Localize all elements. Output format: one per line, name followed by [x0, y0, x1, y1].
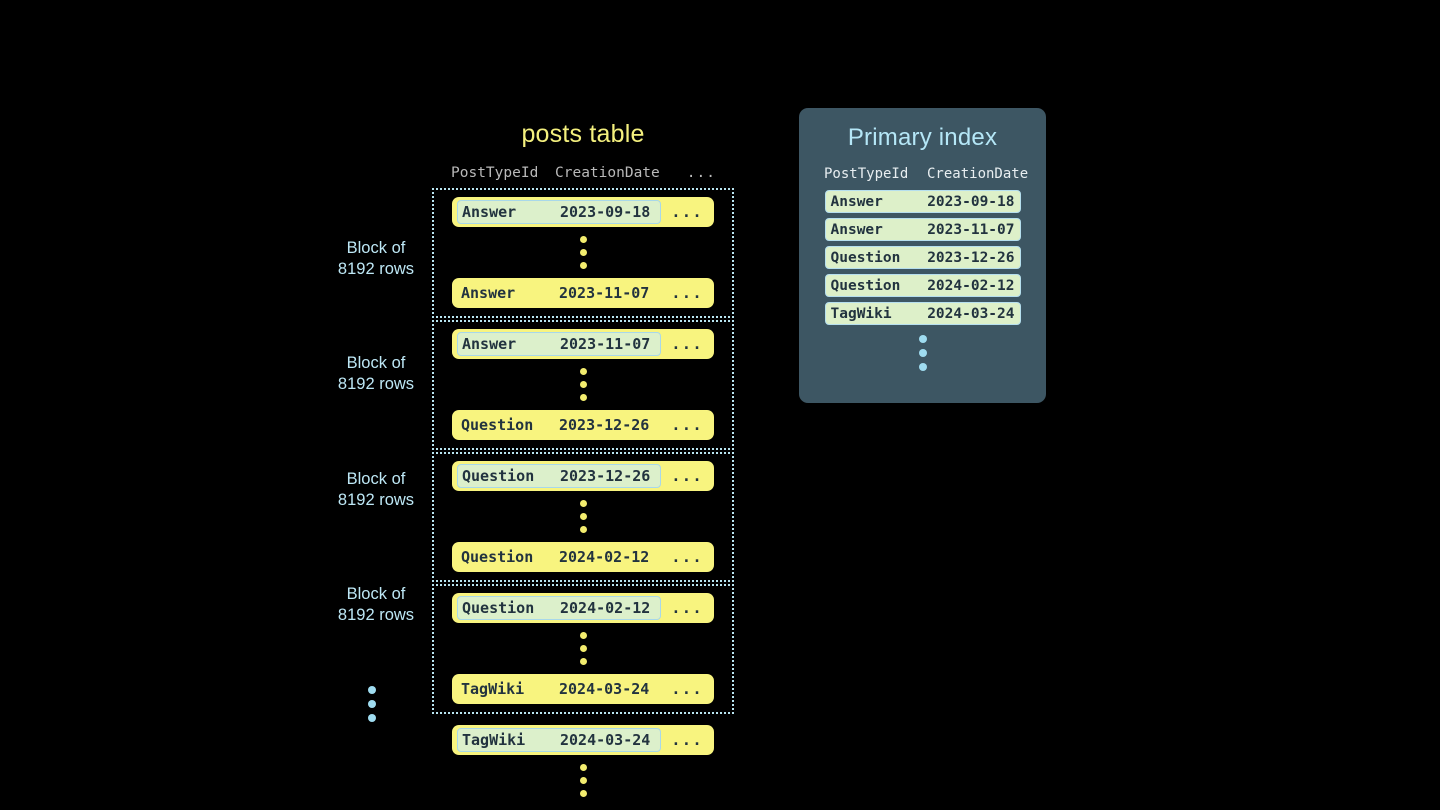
index-row: TagWiki 2024-03-24 [824, 302, 1021, 325]
row-more: ... [671, 680, 703, 698]
index-row-creationdate: 2024-02-12 [927, 277, 1015, 294]
block-label: Block of 8192 rows [337, 239, 415, 278]
index-row-posttypeid: Question [830, 249, 901, 266]
row-more: ... [671, 416, 703, 434]
row-creationdate: 2024-03-24 [560, 731, 651, 749]
column-header-creationdate: CreationDate [555, 165, 660, 181]
index-row-posttypeid: Answer [830, 221, 883, 238]
posts-table-column-headers: PostTypeId CreationDate ... [432, 163, 734, 183]
primary-index-panel: Primary index PostTypeId CreationDate An… [799, 108, 1046, 403]
primary-index-column-headers: PostTypeId CreationDate [799, 166, 1046, 182]
table-block: Question 2024-02-12 ... TagWiki 2024-03-… [432, 584, 734, 714]
column-header-posttypeid: PostTypeId [824, 166, 909, 182]
row-posttypeid: Answer [462, 203, 517, 221]
index-row-posttypeid: Question [830, 277, 901, 294]
index-row-creationdate: 2023-09-18 [927, 193, 1015, 210]
row-more: ... [671, 731, 703, 749]
index-row-posttypeid: TagWiki [830, 305, 892, 322]
table-row: TagWiki 2024-03-24 ... [452, 725, 714, 755]
index-row-creationdate: 2023-12-26 [927, 249, 1015, 266]
index-row-posttypeid: Answer [830, 193, 883, 210]
row-posttypeid: TagWiki [462, 731, 526, 749]
column-header-creationdate: CreationDate [927, 166, 1029, 182]
table-row: TagWiki 2024-03-24 ... [452, 674, 714, 704]
table-row: Question 2023-12-26 ... [452, 461, 714, 491]
index-row: Question 2024-02-12 [824, 274, 1021, 297]
blocks-ellipsis-dots [368, 686, 376, 722]
block-label: Block of 8192 rows [337, 354, 415, 393]
row-creationdate: 2024-02-12 [560, 599, 651, 617]
row-creationdate: 2023-12-26 [560, 467, 651, 485]
table-row: Question 2023-12-26 ... [452, 410, 714, 440]
row-more: ... [671, 335, 703, 353]
index-row-creationdate: 2023-11-07 [927, 221, 1015, 238]
table-row: Answer 2023-09-18 ... [452, 197, 714, 227]
row-creationdate: 2023-12-26 [559, 416, 650, 434]
row-creationdate: 2023-11-07 [560, 335, 651, 353]
table-row: Question 2024-02-12 ... [452, 542, 714, 572]
row-ellipsis-dots [579, 359, 587, 410]
row-creationdate: 2023-11-07 [559, 284, 650, 302]
table-row: Answer 2023-11-07 ... [452, 278, 714, 308]
row-ellipsis-dots [579, 227, 587, 278]
row-posttypeid: TagWiki [461, 680, 525, 698]
index-row-creationdate: 2024-03-24 [927, 305, 1015, 322]
posts-table-title: posts table [521, 120, 645, 148]
row-more: ... [671, 467, 703, 485]
index-row: Answer 2023-09-18 [824, 190, 1021, 213]
row-posttypeid: Question [462, 599, 535, 617]
row-posttypeid: Question [461, 548, 534, 566]
row-ellipsis-dots [579, 491, 587, 542]
row-posttypeid: Question [461, 416, 534, 434]
table-block: Question 2023-12-26 ... Question 2024-02… [432, 452, 734, 582]
table-ellipsis-dots [579, 755, 587, 806]
table-row: Answer 2023-11-07 ... [452, 329, 714, 359]
posts-table: posts table PostTypeId CreationDate ... … [432, 120, 734, 806]
posts-table-blocks: Answer 2023-09-18 ... Answer 2023-11-07 … [432, 188, 734, 714]
row-creationdate: 2024-03-24 [559, 680, 650, 698]
index-ellipsis-dots [799, 335, 1046, 371]
row-more: ... [671, 284, 703, 302]
table-row: Question 2024-02-12 ... [452, 593, 714, 623]
row-creationdate: 2023-09-18 [560, 203, 651, 221]
column-header-posttypeid: PostTypeId [451, 165, 539, 181]
row-more: ... [671, 203, 703, 221]
primary-index-title: Primary index [847, 124, 998, 151]
table-block: Answer 2023-09-18 ... Answer 2023-11-07 … [432, 188, 734, 318]
row-more: ... [671, 548, 703, 566]
table-block: Answer 2023-11-07 ... Question 2023-12-2… [432, 320, 734, 450]
row-posttypeid: Question [462, 467, 535, 485]
index-row: Answer 2023-11-07 [824, 218, 1021, 241]
block-label: Block of 8192 rows [337, 585, 415, 624]
primary-index-rows: Answer 2023-09-18 Answer 2023-11-07 Ques… [799, 190, 1046, 325]
index-row: Question 2023-12-26 [824, 246, 1021, 269]
column-header-more: ... [686, 165, 716, 181]
row-creationdate: 2024-02-12 [559, 548, 650, 566]
row-posttypeid: Answer [461, 284, 516, 302]
row-more: ... [671, 599, 703, 617]
posts-table-tail: TagWiki 2024-03-24 ... [432, 714, 734, 806]
row-ellipsis-dots [579, 623, 587, 674]
row-posttypeid: Answer [462, 335, 517, 353]
block-label: Block of 8192 rows [337, 470, 415, 509]
